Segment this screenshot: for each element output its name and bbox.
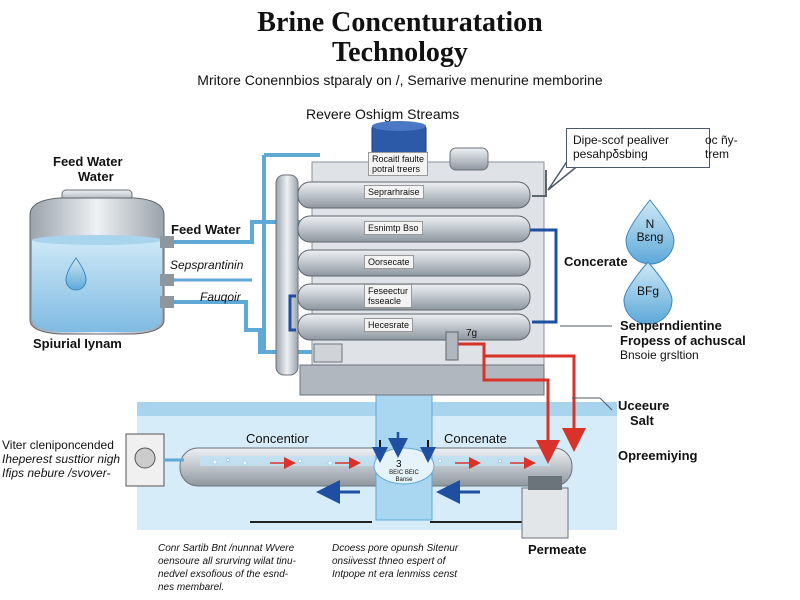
membrane-tubes — [297, 181, 531, 341]
feed-water-pipe-label: Feed Water — [171, 222, 241, 237]
opreemiying-label: Opreemiying — [618, 448, 698, 463]
sen-label-3: Bnsoie grsltion — [620, 348, 699, 362]
left-bottom-title-3: Ifips nebure /svover- — [2, 466, 111, 480]
membrane-label-3: Oorsecate — [364, 255, 414, 269]
tank-label-2: Water — [78, 169, 114, 184]
callout-aside: oc ñy- trem — [705, 133, 738, 161]
bottom-note-1-line-1: Conr Sartib Bnt /nunnat Wvere — [158, 543, 295, 554]
membrane-label-2: Esnimtp Bso — [364, 221, 423, 235]
membrane-label-4: Feseectur fsseacle — [364, 284, 413, 308]
bottom-note-1-line-4: nes membarel. — [158, 582, 225, 593]
bottom-note-2-line-3: Intpope nt era lenmiss censt — [332, 569, 458, 580]
bottom-note-1-line-2: oensoure all srurving wilat tinu- — [158, 556, 296, 567]
section-title: Revere Oshigm Streams — [306, 106, 460, 122]
center-sub: BEIC BEIC Banse — [389, 470, 419, 483]
salt-label: Salt — [630, 413, 654, 428]
tank-water-drop-icon — [65, 257, 87, 291]
callout-line-1: Dipe-scof pealiver — [573, 133, 670, 147]
permeate-tank — [521, 487, 569, 539]
vessel-top-label: Rocaitl faulte potral treers — [368, 152, 429, 176]
bottom-note-2-line-2: onsiivesst thneo espert of — [332, 556, 446, 567]
left-bottom-title: Viter cleniponcended Iheperest susttior … — [2, 438, 120, 480]
title-line-1: Brine Concenturatation — [257, 7, 543, 38]
callout-aside-2: trem — [705, 147, 729, 161]
droplet-icon-2 — [623, 261, 673, 325]
concenate-label: Concenate — [444, 431, 507, 446]
concerate-label: Concerate — [564, 254, 628, 269]
uceeure-label: Uceeure — [618, 398, 670, 413]
bottom-note-1-line-3: nedvel exsofious of the esnd- — [158, 569, 289, 580]
center-mark: 3 — [396, 459, 402, 470]
bottom-note-2-line-1: Dcoess pore opunsh Sitenur — [332, 543, 459, 554]
title-line-2: Technology — [332, 37, 468, 68]
fauqoir-label: Fauqoir — [200, 290, 241, 304]
droplet-label-2: BFg — [636, 284, 659, 298]
sen-label-1: Senperndientine — [620, 318, 722, 333]
left-bottom-title-1: Viter cleniponcended — [2, 438, 114, 452]
bottom-note-2: Dcoess pore opunsh Sitenur onsiivesst th… — [332, 542, 458, 581]
sen-label-2: Fropess of achuscal — [620, 333, 746, 348]
membrane-label-5: Hecesrate — [364, 318, 414, 332]
left-bottom-title-2: Iheperest susttior nigh — [2, 452, 121, 466]
callout-aside-1: oc ñy- — [705, 133, 738, 147]
tank-label-1: Feed Water — [53, 154, 123, 169]
callout-box: Dipe-scof pealiver pesahpδsbing — [566, 128, 710, 168]
subtitle: Mritore Conennbios stparaly on /, Semari… — [197, 72, 603, 88]
sepsprantinin-label: Sepsprantinin — [170, 258, 244, 272]
droplet-label-1: N Bɛng — [636, 217, 664, 244]
permeate-label: Permeate — [528, 542, 587, 557]
valve-mark: 7g — [466, 328, 478, 339]
bottom-note-1: Conr Sartib Bnt /nunnat Wvere oensoure a… — [158, 542, 296, 594]
callout-line-2: pesahpδsbing — [573, 147, 648, 161]
tank-bottom-label: Spiurial Iynam — [33, 336, 122, 351]
membrane-label-1: Seprarhraise — [364, 185, 424, 199]
concentior-label: Concentior — [246, 431, 309, 446]
